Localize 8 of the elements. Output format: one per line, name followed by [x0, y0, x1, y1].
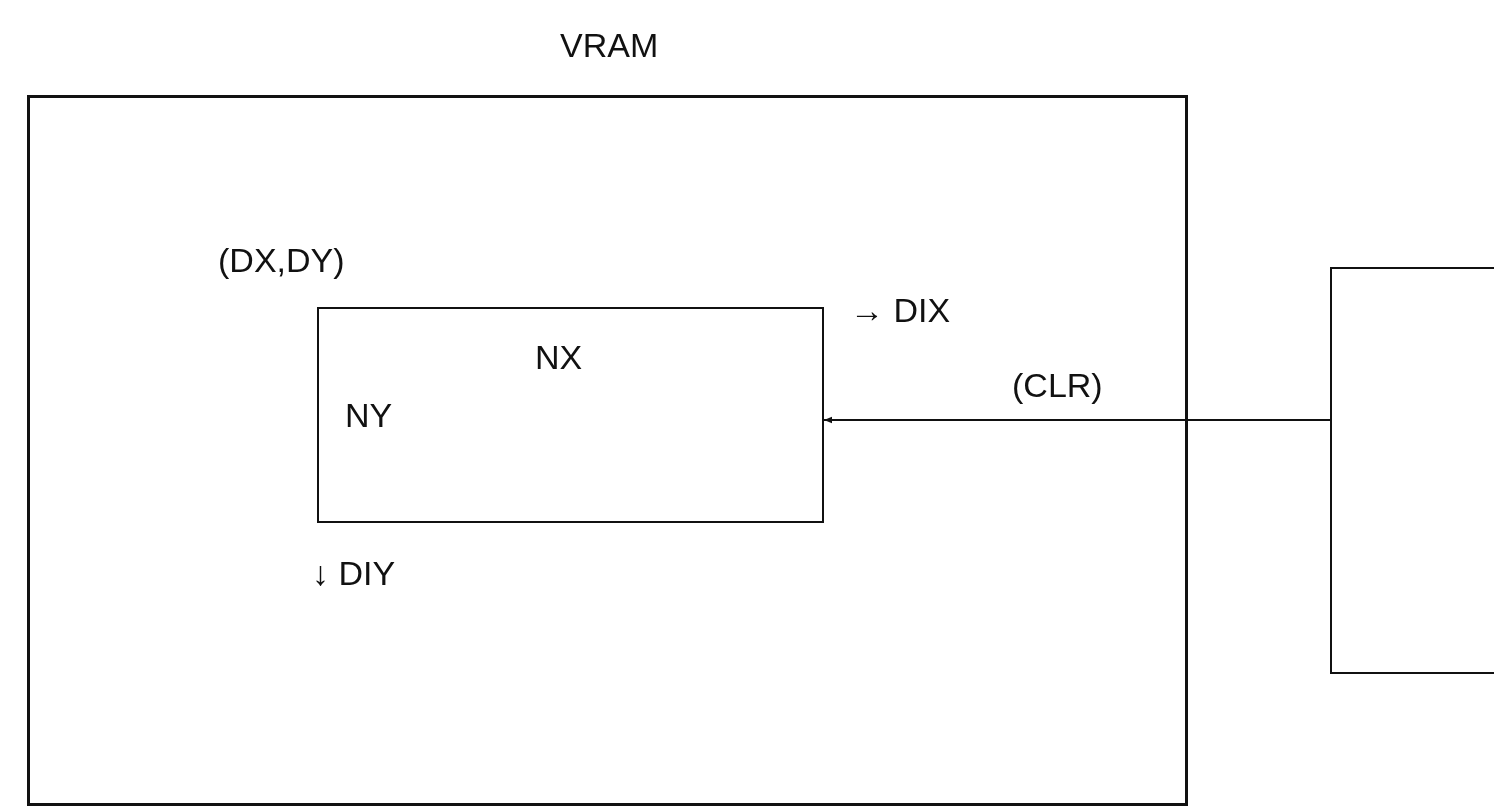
dimension-label: NY: [345, 398, 393, 432]
arrow: [823, 416, 1331, 424]
annotation-label: (DX,DY): [218, 243, 345, 277]
annotation-label: ↓ DIY: [312, 556, 396, 590]
box-shape: [1330, 267, 1494, 674]
dimension-label: NX: [535, 340, 583, 374]
box-heading: VRAM: [560, 28, 659, 62]
annotation-label: → DIX: [850, 293, 951, 327]
